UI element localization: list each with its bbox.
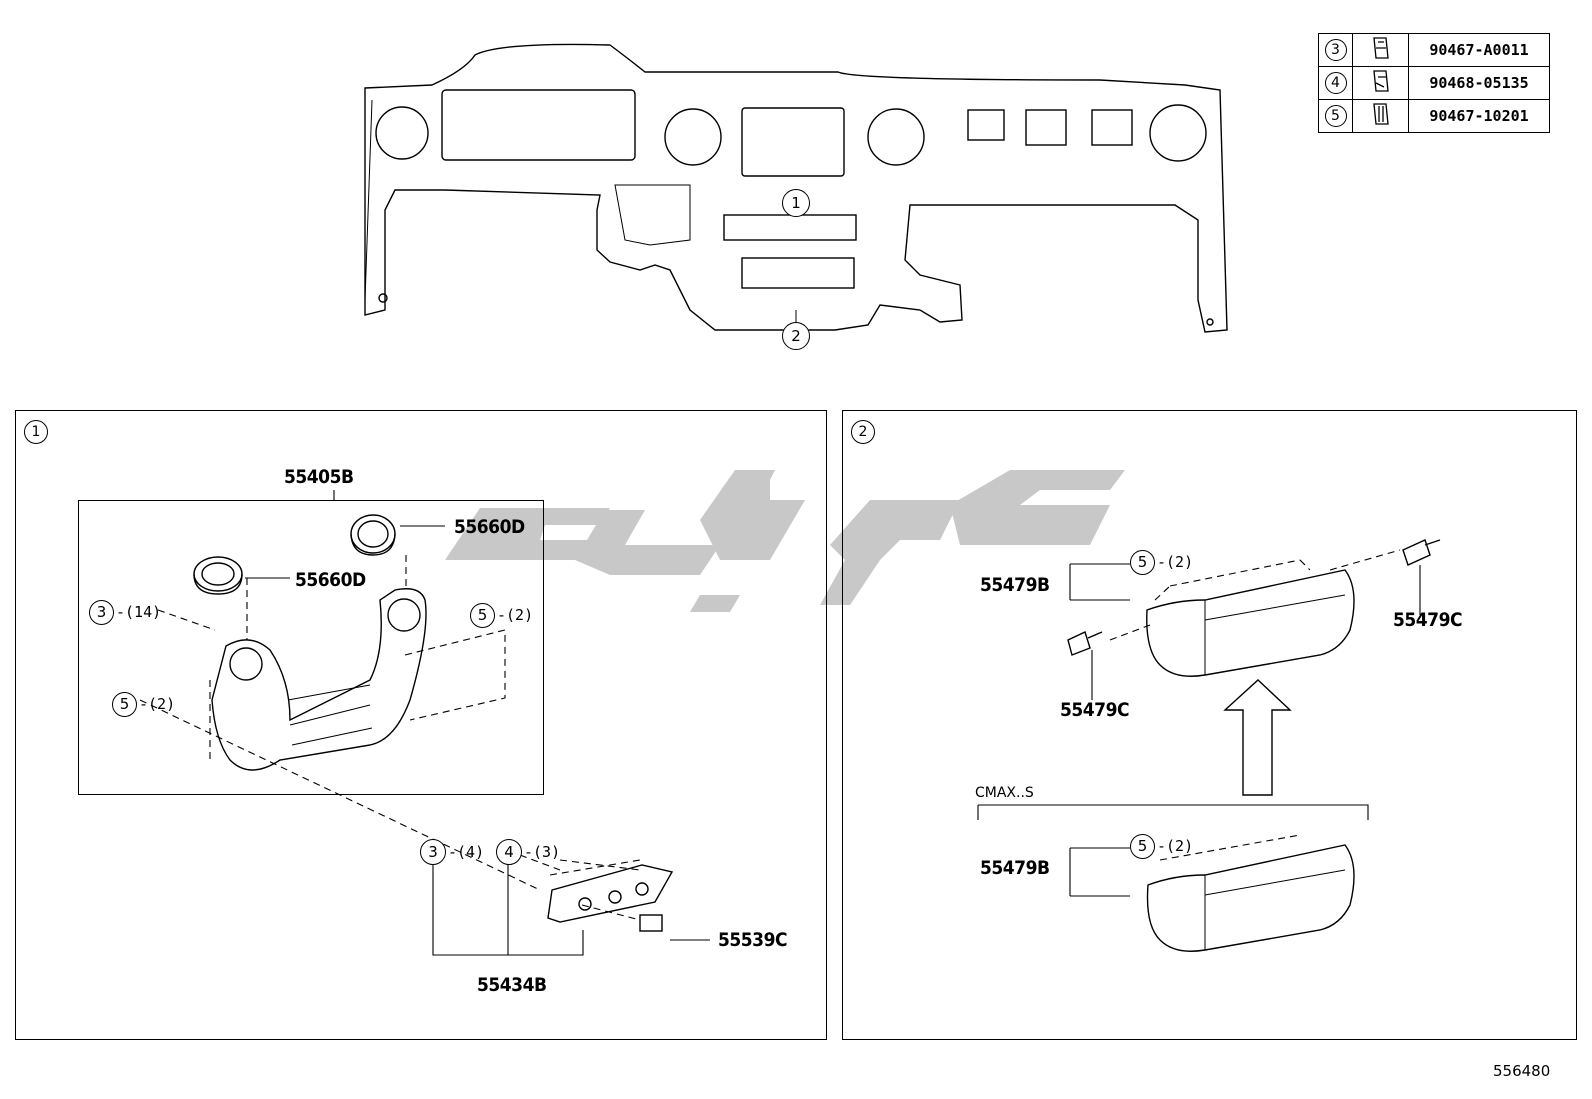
overview-callout-1[interactable]: 1 [782,189,810,217]
clip-4-quantity: -(3) [524,843,561,861]
clip-5-callout[interactable]: 5 [470,603,495,628]
register-assembly-drawing [193,514,674,932]
clip-icon [1372,103,1389,125]
switch-part-label[interactable]: 55539C [718,929,788,951]
clip-5-quantity: -(2) [497,606,534,624]
dashboard-outline [364,43,1228,333]
vent-upper-drawing [350,514,396,556]
overview-callout-2[interactable]: 2 [782,322,810,350]
screw-part-label[interactable]: 55479C [1060,699,1130,721]
panel-2-number: 2 [851,420,875,444]
panel-1-number: 1 [24,420,48,444]
ref-callout: 5 [1324,105,1347,127]
clip-3-callout[interactable]: 3 [89,600,114,625]
clip-3-quantity: -(14) [116,603,162,621]
vent-upper-part-label[interactable]: 55660D [454,516,525,538]
clip-5-quantity: -(2) [1157,837,1194,855]
cover-part-label[interactable]: 55479B [980,857,1050,879]
assembly-part-label[interactable]: 55405B [284,466,354,488]
detail-panel-2 [842,410,1577,1040]
clip-icon [1372,37,1389,59]
parts-table-row: 3 90467-A0011 [1318,33,1550,67]
cover-part-label[interactable]: 55479B [980,574,1050,596]
clip-5-callout[interactable]: 5 [1130,550,1155,575]
detail-panel-1 [15,410,827,1040]
clip-4-callout[interactable]: 4 [496,839,522,865]
part-number: 90468-05135 [1408,66,1550,100]
part-number: 90467-10201 [1408,99,1550,133]
clip-icon [1372,70,1389,92]
screw-part-label[interactable]: 55479C [1393,609,1463,631]
parts-table-row: 4 90468-05135 [1318,66,1550,100]
assembly-box [78,500,544,795]
clip-3-callout[interactable]: 3 [420,839,446,865]
ref-callout: 4 [1324,72,1347,94]
clip-5-callout[interactable]: 5 [1130,834,1155,859]
variant-label: CMAX..S [975,785,1034,801]
part-number: 90467-A0011 [1408,33,1550,67]
parts-table: 3 90467-A0011 4 90468-05135 5 90467-1020… [1318,33,1550,133]
ref-callout: 3 [1324,39,1347,61]
vent-lower-part-label[interactable]: 55660D [295,569,366,591]
bezel-part-label[interactable]: 55434B [477,974,547,996]
diagram-code: 556480 [1493,1062,1551,1080]
clip-5-callout[interactable]: 5 [112,692,137,717]
parts-table-row: 5 90467-10201 [1318,99,1550,133]
vent-lower-drawing [193,556,243,595]
clip-5-quantity: -(2) [1157,553,1194,571]
cover-drawing [1067,539,1441,952]
clip-5-quantity: -(2) [139,695,176,713]
clip-3-quantity: -(4) [448,843,485,861]
